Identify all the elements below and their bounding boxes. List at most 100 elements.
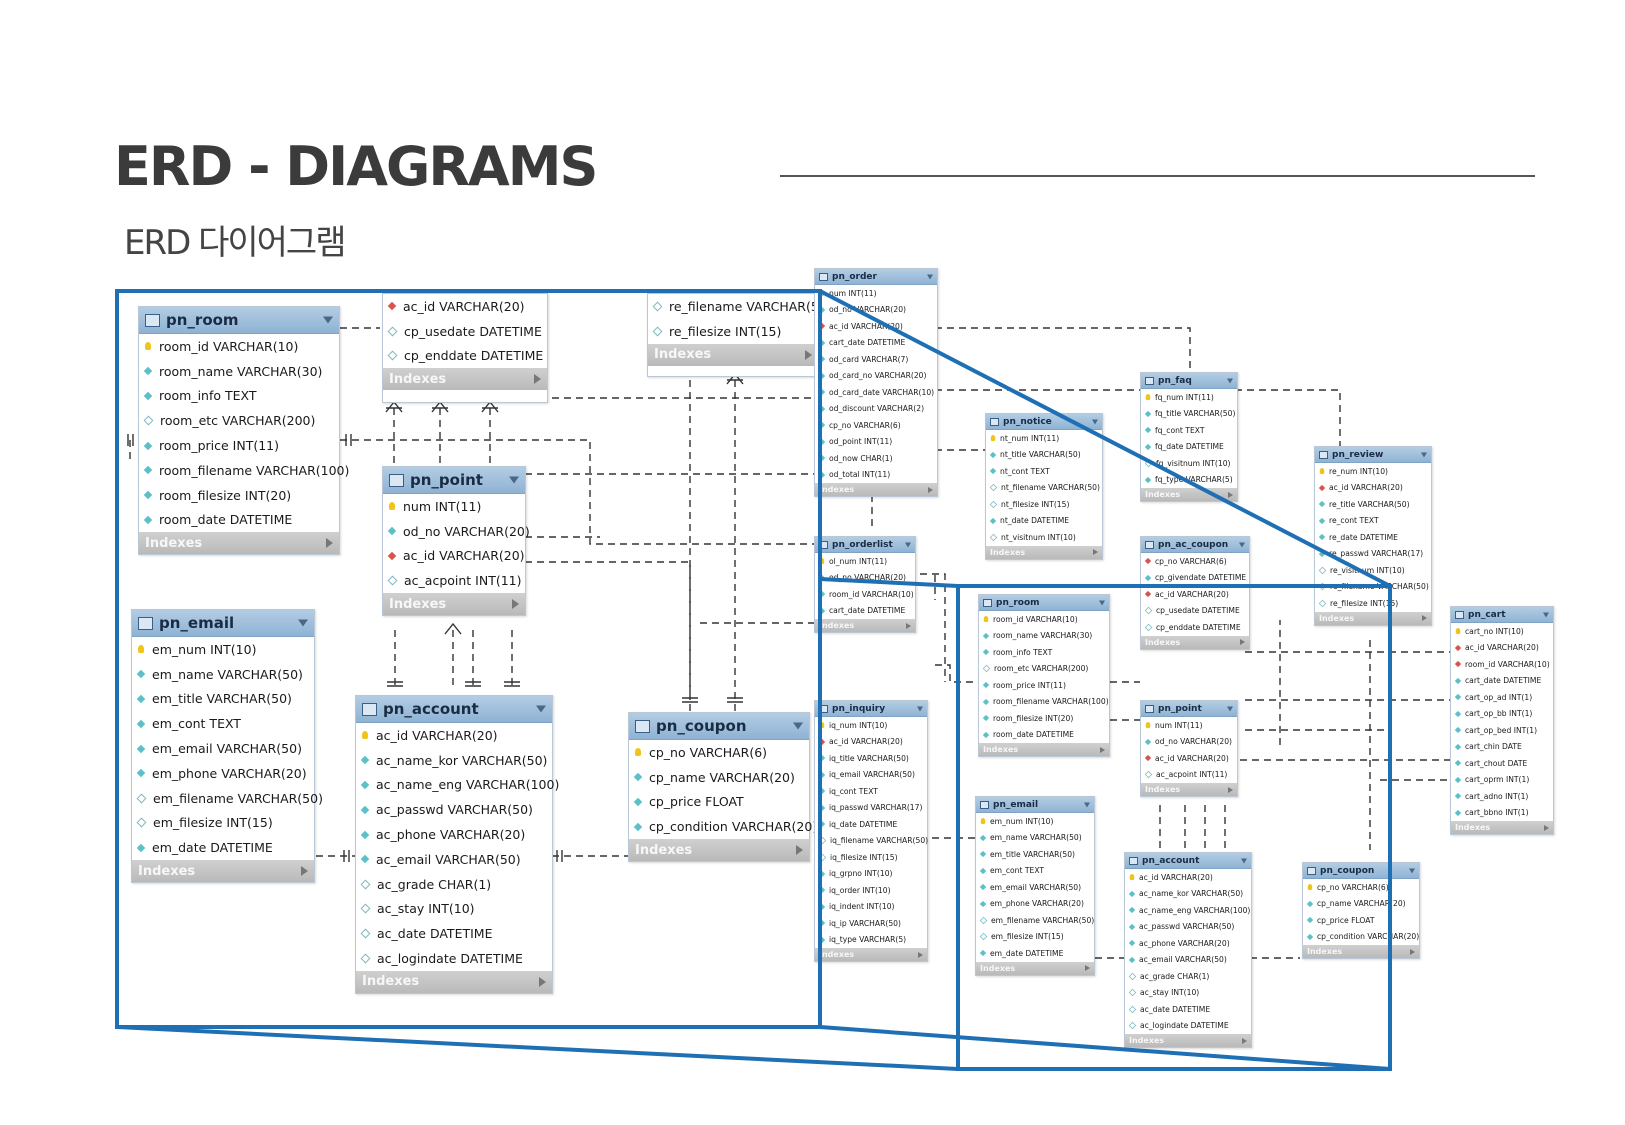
indexes-bar[interactable]: Indexes: [1303, 945, 1419, 958]
indexes-bar[interactable]: Indexes: [648, 343, 818, 366]
table-header[interactable]: pn_review: [1315, 447, 1431, 463]
primary-key-icon: [819, 558, 825, 565]
chevron-down-icon[interactable]: [1092, 419, 1098, 424]
chevron-down-icon[interactable]: [1227, 378, 1233, 383]
table-header[interactable]: pn_faq: [1141, 373, 1237, 389]
indexes-bar[interactable]: Indexes: [815, 483, 937, 496]
column-row: room_price INT(11): [139, 433, 339, 458]
chevron-down-icon[interactable]: [1421, 452, 1427, 457]
chevron-down-icon[interactable]: [793, 722, 803, 730]
indexes-bar[interactable]: Indexes: [1125, 1034, 1251, 1047]
column-row: re_visitnum INT(10): [1315, 562, 1431, 579]
chevron-down-icon[interactable]: [1543, 612, 1549, 617]
table-header[interactable]: pn_point: [1141, 701, 1237, 717]
expand-arrow-icon: [805, 349, 812, 360]
not-null-column-icon: [143, 391, 153, 401]
not-null-column-icon: [818, 804, 826, 811]
chevron-down-icon[interactable]: [917, 706, 923, 711]
column-row: ac_passwd VARCHAR(50): [356, 797, 552, 822]
not-null-column-icon: [818, 870, 826, 877]
chevron-down-icon[interactable]: [298, 619, 308, 627]
column-label: re_cont TEXT: [1329, 516, 1379, 526]
table-header[interactable]: pn_notice: [986, 414, 1102, 430]
chevron-down-icon[interactable]: [1239, 542, 1245, 547]
chevron-down-icon[interactable]: [536, 705, 546, 713]
table-header[interactable]: pn_coupon: [629, 713, 809, 740]
primary-key-icon: [1145, 722, 1151, 729]
chevron-down-icon[interactable]: [927, 274, 933, 279]
indexes-bar[interactable]: Indexes: [1141, 635, 1249, 649]
table-header[interactable]: pn_room: [979, 595, 1109, 611]
indexes-bar[interactable]: Indexes: [139, 532, 339, 555]
indexes-label: Indexes: [819, 485, 855, 494]
column-label: ac_email VARCHAR(50): [1139, 955, 1227, 965]
indexes-bar[interactable]: Indexes: [1141, 783, 1237, 796]
indexes-bar[interactable]: Indexes: [976, 961, 1094, 975]
indexes-bar[interactable]: Indexes: [815, 619, 915, 632]
column-row: ac_date DATETIME: [1125, 1001, 1251, 1018]
chevron-down-icon[interactable]: [509, 476, 519, 484]
table-header[interactable]: pn_email: [976, 797, 1094, 813]
chevron-down-icon[interactable]: [1227, 706, 1233, 711]
indexes-bar[interactable]: Indexes: [356, 970, 552, 993]
indexes-bar[interactable]: Indexes: [629, 839, 809, 862]
table-header[interactable]: pn_ac_coupon: [1141, 537, 1249, 553]
column-row: cp_no VARCHAR(6): [629, 740, 809, 765]
chevron-down-icon[interactable]: [1241, 858, 1247, 863]
column-label: ac_email VARCHAR(50): [376, 851, 521, 867]
indexes-bar[interactable]: Indexes: [383, 368, 547, 391]
table-header[interactable]: pn_account: [1125, 853, 1251, 869]
indexes-bar[interactable]: Indexes: [383, 593, 525, 616]
indexes-bar[interactable]: Indexes: [132, 860, 314, 883]
column-label: iq_title VARCHAR(50): [829, 753, 909, 763]
chevron-down-icon[interactable]: [905, 542, 911, 547]
table-header[interactable]: pn_inquiry: [815, 701, 927, 717]
expand-arrow-icon: [1228, 491, 1233, 498]
column-row: ac_acpoint INT(11): [383, 568, 525, 593]
table-header[interactable]: pn_room: [139, 307, 339, 334]
indexes-bar[interactable]: Indexes: [1315, 611, 1431, 625]
indexes-bar[interactable]: Indexes: [986, 545, 1102, 559]
column-row: cart_op_ad INT(1): [1451, 689, 1553, 706]
table-header[interactable]: pn_email: [132, 610, 314, 637]
indexes-bar[interactable]: Indexes: [815, 948, 927, 961]
indexes-bar[interactable]: Indexes: [1451, 821, 1553, 834]
chevron-down-icon[interactable]: [1084, 802, 1090, 807]
not-null-column-icon: [818, 405, 826, 412]
table-header[interactable]: pn_orderlist: [815, 537, 915, 553]
table-header[interactable]: pn_coupon: [1303, 863, 1419, 879]
table-name: pn_point: [1158, 703, 1202, 714]
column-label: room_info TEXT: [159, 388, 257, 404]
not-null-column-icon: [1306, 917, 1314, 924]
table-header[interactable]: pn_account: [356, 696, 552, 723]
chevron-down-icon[interactable]: [1409, 868, 1415, 873]
chevron-down-icon[interactable]: [1099, 600, 1105, 605]
table-icon: [983, 598, 992, 607]
table-header[interactable]: pn_order: [815, 269, 937, 285]
table-header[interactable]: pn_cart: [1451, 607, 1553, 623]
column-label: ac_logindate DATETIME: [1140, 1021, 1229, 1031]
chevron-down-icon[interactable]: [323, 316, 333, 324]
indexes-bar[interactable]: Indexes: [1141, 488, 1237, 501]
column-row: room_date DATETIME: [979, 727, 1109, 744]
table-header[interactable]: pn_point: [383, 467, 525, 494]
indexes-bar[interactable]: Indexes: [979, 743, 1109, 756]
